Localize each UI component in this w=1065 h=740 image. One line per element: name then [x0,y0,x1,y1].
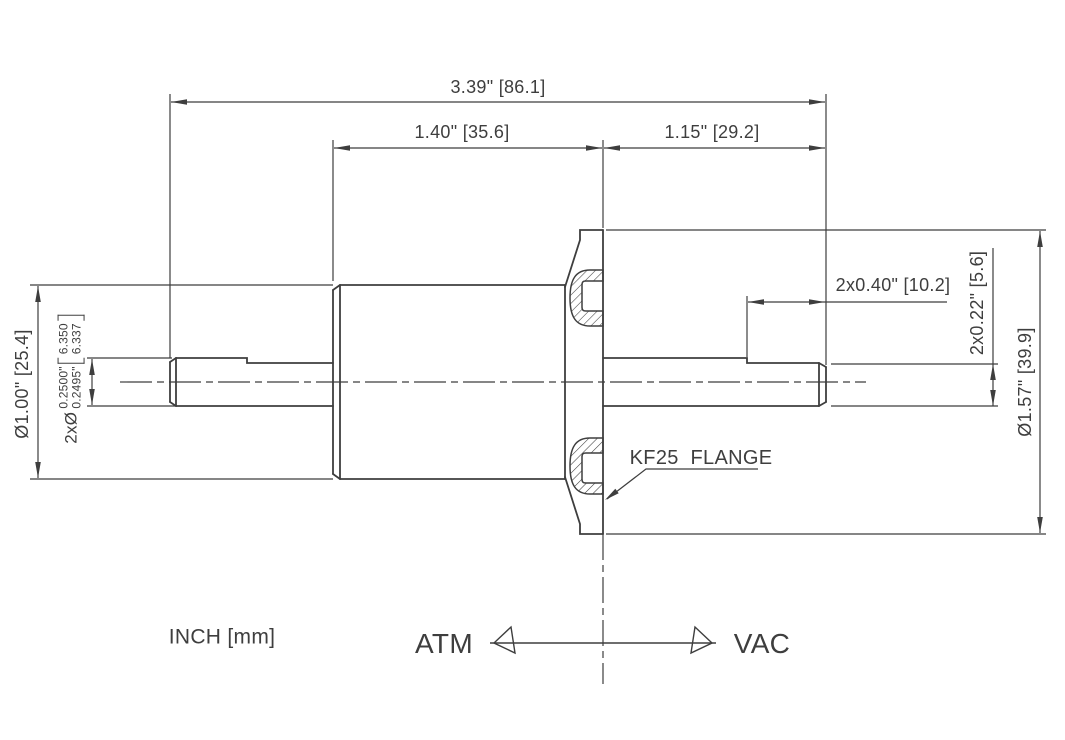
body-outline [333,285,565,479]
dim-body-diameter: Ø1.00" [25.4] [12,329,32,439]
bracket-open [57,357,85,364]
shaft-left-outline [170,358,333,406]
dim-shaft-tolerance: 2xØ 0.2500" 0.2495" 6.350 6.337 [56,314,85,444]
dimension-arrowheads [35,99,1043,533]
dim-shaft-end-length: 2x0.40" [10.2] [835,275,951,295]
tolerance-mm-upper: 6.350 [56,323,71,355]
bracket-close [57,314,85,321]
atm-flag-icon [492,625,516,655]
dim-atm-section-length: 1.40" [35.6] [414,122,510,142]
flange-section-hatch-lower [570,438,603,494]
vac-flag-icon [690,625,714,655]
dim-shaft-relief-diameter: 2x0.22" [5.6] [967,250,987,356]
kf25-leader-arrowhead [605,488,619,500]
dim-vac-section-length: 1.15" [29.2] [664,122,760,142]
dim-flange-diameter: Ø1.57" [39.9] [1015,327,1035,437]
dim-overall-length: 3.39" [86.1] [450,77,546,97]
tolerance-inch-stack: 0.2500" 0.2495" [56,366,85,409]
tolerance-mm-stack: 6.350 6.337 [56,323,85,355]
centerline-horizontal [120,382,866,684]
shaft-right-outline [603,358,826,406]
tolerance-mm-lower: 6.337 [70,323,84,355]
tolerance-inch-upper: 0.2500" [56,366,71,409]
vacuum-side-label: VAC [733,628,791,659]
flange-section-hatch-upper [570,270,603,326]
flange-callout-label: KF25 FLANGE [629,447,773,469]
atm-vac-symbol [490,625,716,655]
units-note: INCH [mm] [168,625,276,649]
tolerance-inch-lower: 0.2495" [70,366,84,409]
atmosphere-side-label: ATM [415,628,473,659]
kf25-leader [607,469,758,499]
extension-lines [30,94,1046,534]
tolerance-prefix: 2xØ [61,411,81,444]
dimension-lines [38,102,1040,533]
